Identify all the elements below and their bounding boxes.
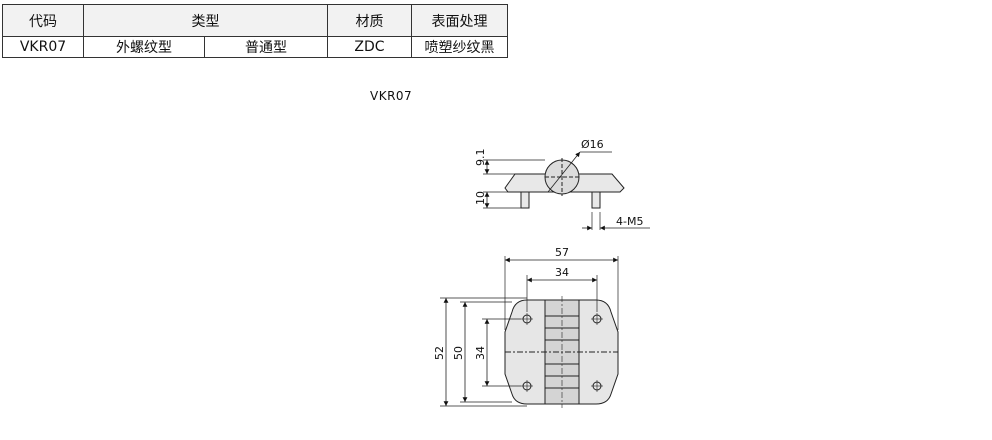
screw-hole [521, 380, 533, 392]
cell-finish: 喷塑纱纹黑 [411, 36, 508, 58]
dim-height-inner: 34 [474, 346, 487, 360]
dim-height-total: 52 [433, 346, 446, 360]
spec-table-row: VKR07 外螺纹型 普通型 ZDC 喷塑纱纹黑 [2, 36, 508, 58]
dim-height-base: 10 [474, 191, 487, 205]
side-view [483, 151, 650, 231]
header-finish: 表面处理 [411, 4, 508, 37]
dim-thread: 4-M5 [616, 215, 643, 228]
header-code: 代码 [2, 4, 84, 37]
cell-type-a: 外螺纹型 [83, 36, 205, 58]
dim-width-total: 57 [555, 246, 569, 259]
dim-height-mid: 50 [452, 346, 465, 360]
drawing-caption: VKR07 [370, 89, 413, 103]
dim-width-inner: 34 [555, 266, 569, 279]
screw-hole [521, 313, 533, 325]
cell-code: VKR07 [2, 36, 84, 58]
dim-diameter: Ø16 [581, 138, 604, 151]
dim-height-top: 9.1 [474, 149, 487, 167]
spec-table: 代码 类型 材质 表面处理 VKR07 外螺纹型 普通型 ZDC 喷塑纱纹黑 [2, 4, 508, 58]
screw-hole [591, 380, 603, 392]
screw-hole [591, 313, 603, 325]
top-view [440, 256, 619, 408]
cell-type-b: 普通型 [204, 36, 328, 58]
spec-table-header-row: 代码 类型 材质 表面处理 [2, 4, 508, 37]
